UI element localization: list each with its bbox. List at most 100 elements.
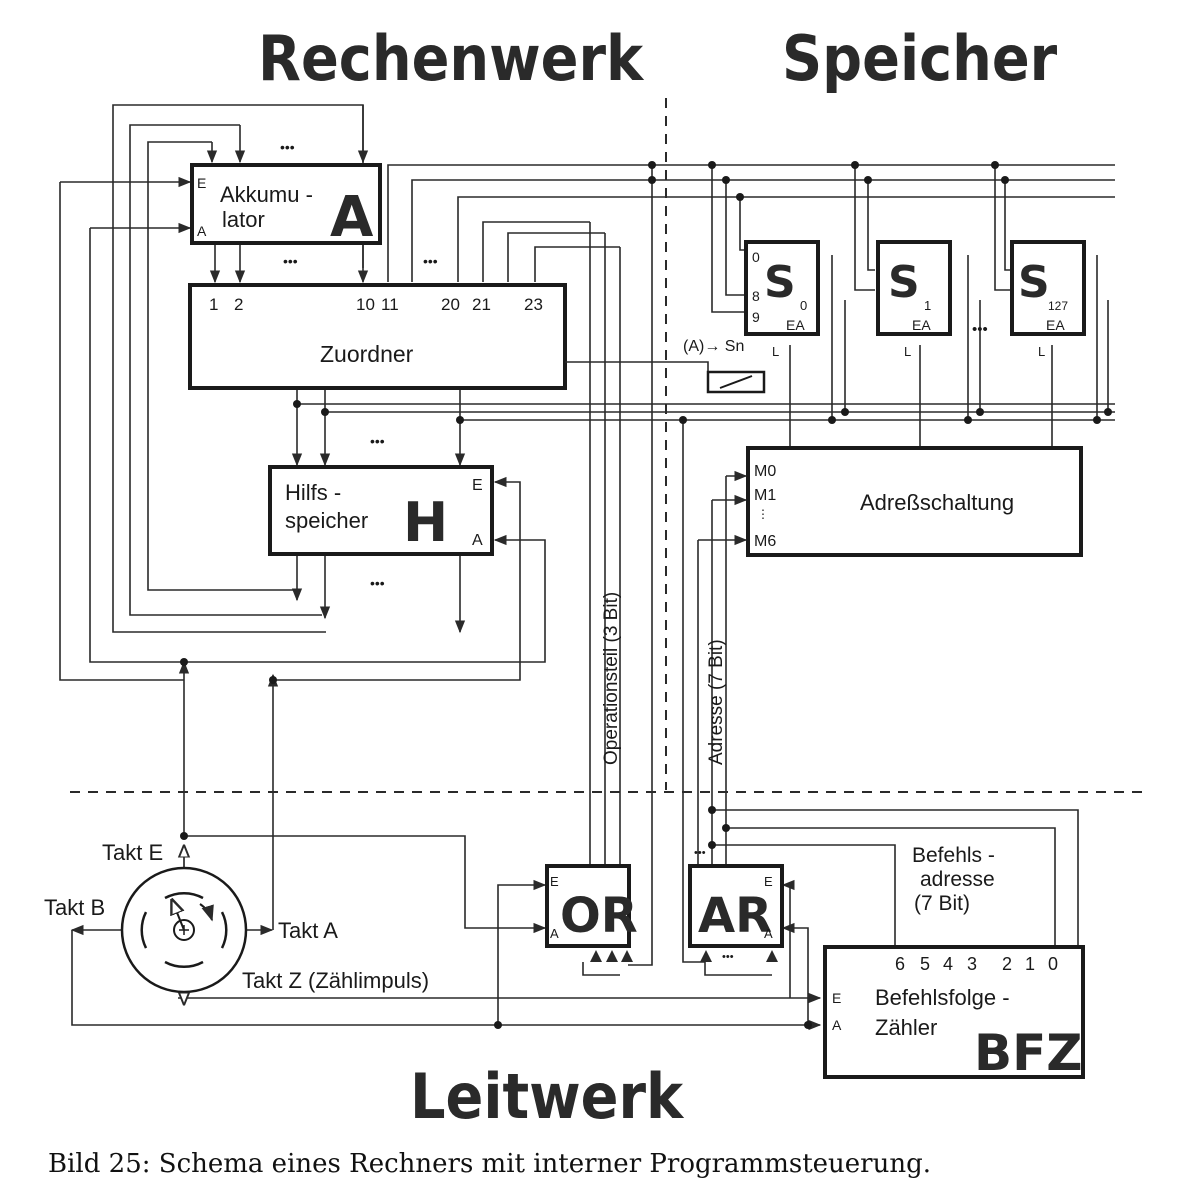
accumulator-box [190, 163, 382, 245]
memory-cell-s1: S 1 EA L [876, 240, 952, 359]
zuordner-input-10: 10 [356, 295, 375, 314]
accumulator-block: E A Akkumu - lator A [190, 163, 382, 250]
memory-cell-s0: S 0 EA 0 8 9 L [744, 240, 820, 359]
memory-cell-s0-bit-8: 8 [752, 288, 760, 304]
adress-block: Adreßschaltung M0 M1 ⋮ M6 [746, 446, 1083, 557]
ar-register: AR E A ••• ••• [688, 847, 784, 963]
adress-m1: M1 [754, 487, 776, 504]
hilfsspeicher-output-ellipsis: ••• [370, 575, 385, 591]
zuordner-block: 1 2 10 11 20 21 23 Zuordner [188, 283, 567, 390]
memory-cell-s1-box [876, 240, 952, 336]
hilfsspeicher-input-ellipsis: ••• [370, 433, 385, 449]
bfz-label-line2: Zähler [875, 1015, 937, 1040]
hilfsspeicher-port-e: E [472, 477, 483, 494]
junction-dots [180, 161, 1112, 1029]
memory-cell-s1-ea: EA [912, 317, 931, 333]
memory-cell-s127-letter: S [1018, 257, 1050, 308]
memory-cell-s127-ea: EA [1046, 317, 1065, 333]
clock-generator [120, 846, 248, 1004]
or-register-label: OR [560, 888, 638, 944]
bfz-bit-6: 6 [895, 954, 905, 974]
adress-box [746, 446, 1083, 557]
hilfsspeicher-output-wires [291, 556, 466, 634]
heading-rechenwerk: Rechenwerk [258, 22, 645, 95]
bfz-port-a: A [832, 1017, 842, 1033]
hilfsspeicher-port-a: A [472, 532, 483, 549]
bus-label-operation: Operationsteil (3 Bit) [601, 592, 622, 765]
bus-label-adresse: Adresse (7 Bit) [706, 639, 727, 765]
memory-cell-s0-box [744, 240, 820, 336]
memory-cell-s1-l: L [904, 344, 911, 359]
selector-slash [719, 375, 753, 389]
figure-caption: Bild 25: Schema eines Rechners mit inter… [48, 1149, 931, 1179]
hilfsspeicher-label-line2: speicher [285, 508, 368, 533]
memory-cell-s0-bit-9: 9 [752, 309, 760, 325]
clock-pointer-icon [172, 900, 185, 931]
leitwerk-wires [70, 660, 1079, 1031]
ar-register-port-a: A [764, 926, 773, 941]
bfz-box [823, 945, 1085, 1079]
zuordner-upper-input-wires [387, 164, 1115, 282]
zuordner-mid-ellipsis: ••• [423, 253, 438, 269]
zuordner-label: Zuordner [320, 341, 414, 367]
accumulator-letter: A [330, 185, 374, 250]
bfz-block: 6 5 4 3 2 1 0 Befehlsfolge - Zähler BFZ … [823, 945, 1085, 1082]
accumulator-port-e: E [197, 175, 206, 191]
control-bus-wires [589, 165, 748, 966]
accumulator-label-line1: Akkumu - [220, 182, 313, 207]
or-register: OR E A [545, 864, 638, 962]
select-label: (A)→ Sn [683, 338, 744, 355]
memory-cell-s0-ea: EA [786, 317, 805, 333]
zuordner-input-ellipsis: ••• [283, 253, 298, 269]
memory-cells-ellipsis: ••• [972, 321, 988, 338]
befehlsadresse-line1: Befehls - [912, 844, 995, 867]
adress-ellipsis: ⋮ [757, 507, 769, 521]
zuordner-input-1: 1 [209, 295, 218, 314]
befehlsadresse-line2: adresse [920, 868, 995, 891]
memory-cell-s127-sub: 127 [1048, 299, 1068, 313]
adress-m0: M0 [754, 463, 776, 480]
zuordner-input-21: 21 [472, 295, 491, 314]
memory-cell-s1-sub: 1 [924, 298, 931, 313]
ar-register-top-ellipsis: ••• [694, 847, 706, 859]
befehlsadresse-line3: (7 Bit) [914, 892, 970, 915]
heading-speicher: Speicher [782, 22, 1058, 95]
bfz-bit-5: 5 [920, 954, 930, 974]
zuordner-to-selector-wire [565, 361, 709, 372]
accumulator-feedback-wires [59, 104, 546, 681]
memory-cell-s127: S 127 EA L [1010, 240, 1086, 359]
zuordner-input-23: 23 [524, 295, 543, 314]
bfz-label-line1: Befehlsfolge - [875, 985, 1010, 1010]
adress-m6: M6 [754, 533, 776, 550]
memory-cell-s127-l: L [1038, 344, 1045, 359]
hilfsspeicher-box [268, 465, 494, 556]
hilfsspeicher-block: Hilfs - speicher H E A [268, 465, 494, 556]
bfz-bit-3: 3 [967, 954, 977, 974]
bfz-bit-1: 1 [1025, 954, 1035, 974]
accumulator-port-a: A [197, 223, 207, 239]
zuordner-input-20: 20 [441, 295, 460, 314]
zuordner-box [188, 283, 567, 390]
zuordner-input-2: 2 [234, 295, 243, 314]
accumulator-input-ellipsis: ••• [280, 139, 295, 155]
or-register-box [545, 864, 631, 948]
accumulator-to-zuordner-wires [209, 245, 369, 284]
memory-cell-s0-l: L [772, 344, 779, 359]
memory-cell-s0-sub: 0 [800, 298, 807, 313]
bfz-letters: BFZ [974, 1024, 1083, 1082]
hilfsspeicher-label-line1: Hilfs - [285, 480, 341, 505]
clock-rotation-arrow-icon [199, 903, 214, 922]
ar-register-bottom-ellipsis: ••• [722, 951, 734, 963]
clock-takt-a: Takt A [278, 918, 338, 943]
memory-cell-s0-letter: S [764, 257, 796, 308]
memory-cell-s127-box [1010, 240, 1086, 336]
bfz-port-e: E [832, 990, 841, 1006]
bfz-bit-0: 0 [1048, 954, 1058, 974]
bfz-bit-2: 2 [1002, 954, 1012, 974]
clock-takt-e: Takt E [102, 840, 163, 865]
hilfsspeicher-letter: H [403, 491, 448, 554]
accumulator-label-line2: lator [222, 207, 265, 232]
adress-label: Adreßschaltung [860, 490, 1014, 515]
memory-cell-s0-bit-0: 0 [752, 249, 760, 265]
